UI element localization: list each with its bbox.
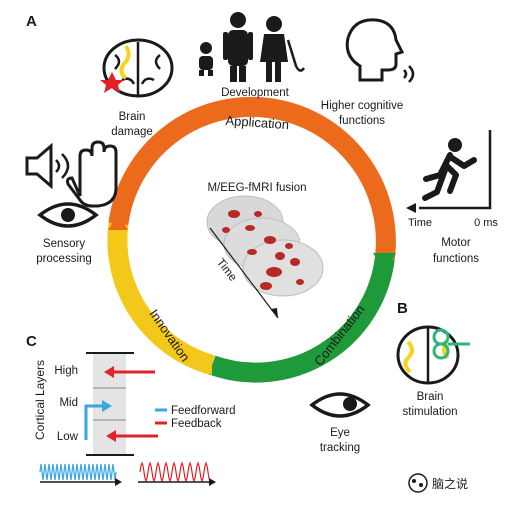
motor-label-line2: functions [433, 253, 479, 265]
brain-stimulation-label-line2: stimulation [403, 406, 458, 418]
feedback-oscillation-trace [138, 461, 216, 486]
family-icon [199, 12, 306, 82]
speaker-sound-icon [25, 142, 70, 190]
hand-touch-icon [66, 140, 118, 208]
motor-axis-end: 0 ms [474, 217, 498, 229]
sensory-label-line1: Sensory [43, 238, 85, 250]
eye-icon [37, 202, 99, 228]
legend-label-feedback: Feedback [171, 418, 222, 430]
panel-label-a: A [26, 13, 37, 30]
ring-segment-innovation [107, 222, 215, 375]
speaking-head-icon [345, 18, 415, 83]
higher-cognitive-label-line1: Higher cognitive [321, 100, 403, 112]
feedforward-arrowhead [102, 400, 112, 412]
brain-stimulation-icon [396, 325, 470, 385]
watermark-text: 脑之说 [432, 476, 468, 491]
eye-tracking-icon [309, 392, 371, 418]
layer-label-mid: Mid [59, 397, 78, 409]
layer-column [93, 353, 126, 455]
cycle-ring [107, 96, 396, 383]
center-title: M/EEG-fMRI fusion [207, 182, 306, 194]
layer-label-low: Low [57, 431, 79, 443]
higher-cognitive-label-line2: functions [339, 115, 385, 127]
development-label: Development [221, 87, 290, 99]
ring-segment-application [108, 96, 396, 260]
running-person-icon [406, 130, 492, 213]
eye-tracking-label-line2: tracking [320, 442, 360, 454]
motor-label-line1: Motor [441, 237, 471, 249]
feedback-arrowhead-high [104, 366, 114, 378]
eye-tracking-label-line1: Eye [330, 427, 350, 439]
time-arrow [209, 227, 279, 319]
brain-damage-label-line1: Brain [119, 111, 146, 123]
brain-damage-icon [100, 38, 174, 98]
ring-segment-combination [208, 257, 395, 383]
brain-stimulation-label-line1: Brain [417, 391, 444, 403]
feedback-arrowhead-low [106, 430, 116, 442]
cortical-layers-axis-title: Cortical Layers [33, 360, 47, 440]
ring-arrowhead-combination [373, 253, 396, 272]
panel-label-b: B [397, 300, 408, 317]
ring-arrowhead-innovation [195, 355, 212, 375]
ring-arrowhead-application [108, 214, 128, 230]
brain-damage-label-line2: damage [111, 126, 153, 138]
ring-label-application: Application [225, 113, 290, 132]
motor-axis-start: Time [408, 217, 432, 229]
watermark-logo [408, 473, 428, 493]
layer-label-high: High [54, 365, 78, 377]
time-arrowhead [271, 308, 278, 318]
feedforward-arrow [84, 404, 106, 440]
brain-slices-illustration [206, 195, 324, 297]
sensory-label-line2: processing [36, 253, 92, 265]
legend-label-feedforward: Feedforward [171, 405, 236, 417]
panel-label-c: C [26, 333, 37, 350]
feedforward-oscillation-trace [39, 463, 122, 486]
